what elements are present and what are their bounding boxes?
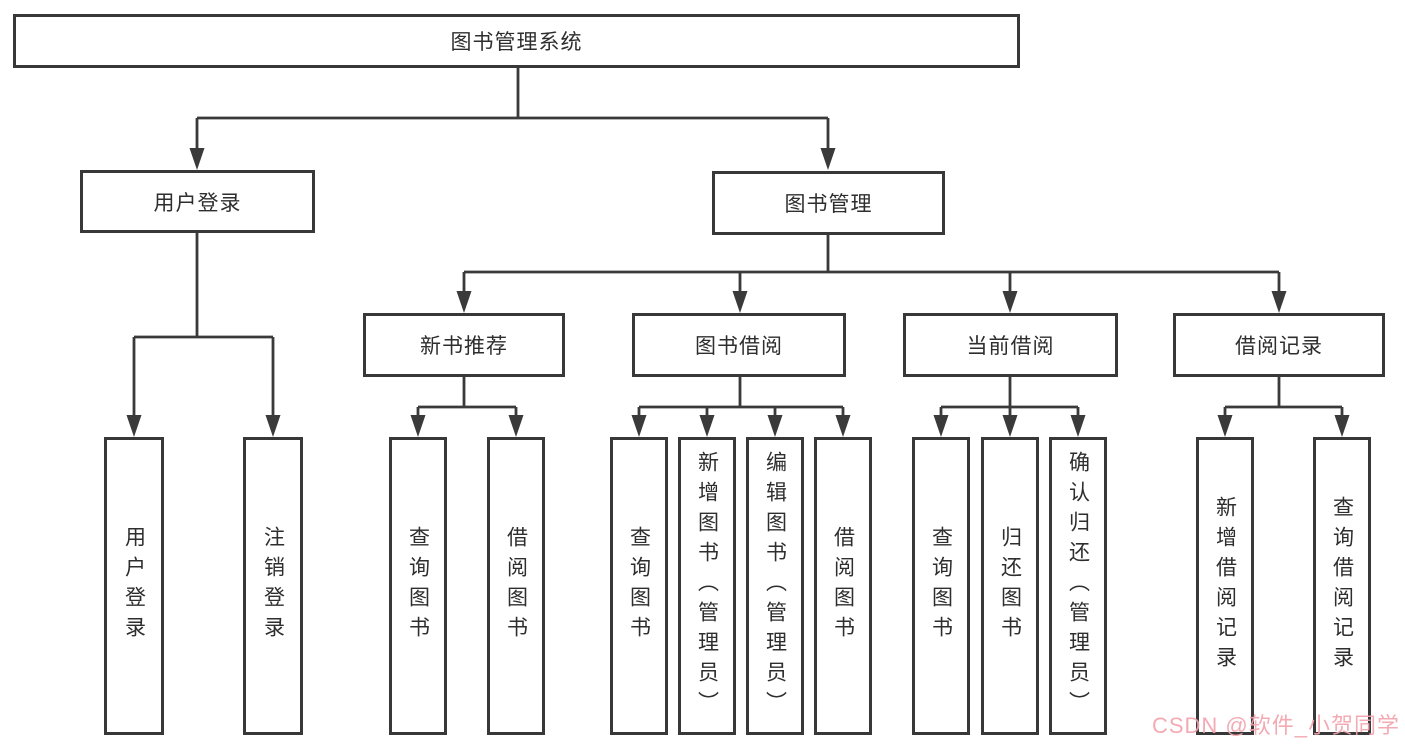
node-group-new-book-recommend: 新书推荐 [363, 313, 565, 377]
node-root-label: 图书管理系统 [450, 31, 583, 54]
node-leaf-user-login-label: 用户登录 [122, 526, 146, 646]
node-leaf-confirm-return-admin-label: 确认归还（管理员） [1066, 451, 1090, 721]
node-leaf-return-book: 归还图书 [981, 437, 1039, 735]
connector-root [195, 68, 830, 150]
connector-new-book-recommend [416, 377, 518, 417]
node-leaf-edit-book-admin: 编辑图书（管理员） [746, 437, 804, 735]
node-leaf-borrow-book-label: 借阅图书 [831, 526, 855, 646]
node-leaf-return-book-label: 归还图书 [998, 526, 1022, 646]
node-leaf-borrow-book-recommend: 借阅图书 [487, 437, 545, 735]
node-leaf-borrow-book: 借阅图书 [814, 437, 872, 735]
node-root-system: 图书管理系统 [13, 14, 1020, 68]
node-group-new-book-recommend-label: 新书推荐 [420, 335, 508, 358]
node-group-book-borrow: 图书借阅 [632, 313, 846, 377]
node-leaf-query-book-borrow-label: 查询图书 [627, 526, 651, 646]
node-leaf-add-borrow-record: 新增借阅记录 [1196, 437, 1254, 735]
node-leaf-query-borrow-record: 查询借阅记录 [1313, 437, 1371, 735]
connector-book-management [462, 235, 1281, 293]
node-leaf-edit-book-admin-label: 编辑图书（管理员） [763, 451, 787, 721]
connector-current-borrow [939, 377, 1080, 417]
node-leaf-confirm-return-admin: 确认归还（管理员） [1049, 437, 1107, 735]
node-leaf-query-book-current: 查询图书 [912, 437, 970, 735]
node-leaf-query-book-current-label: 查询图书 [929, 526, 953, 646]
node-leaf-query-book-recommend-label: 查询图书 [406, 526, 430, 646]
node-branch-book-management-label: 图书管理 [784, 193, 873, 216]
node-group-borrow-record: 借阅记录 [1173, 313, 1385, 377]
watermark: CSDN @软件_小贺同学 [1151, 713, 1400, 738]
node-leaf-borrow-book-recommend-label: 借阅图书 [504, 526, 528, 646]
node-group-current-borrow: 当前借阅 [903, 313, 1118, 377]
node-leaf-query-book-recommend: 查询图书 [389, 437, 447, 735]
node-leaf-add-borrow-record-label: 新增借阅记录 [1213, 496, 1237, 676]
node-group-borrow-record-label: 借阅记录 [1235, 335, 1323, 358]
node-leaf-add-book-admin-label: 新增图书（管理员） [695, 451, 719, 721]
arrowheads [126, 148, 1350, 437]
node-group-book-borrow-label: 图书借阅 [695, 335, 783, 358]
node-leaf-logout: 注销登录 [243, 437, 303, 735]
node-group-current-borrow-label: 当前借阅 [966, 335, 1055, 358]
node-branch-book-management: 图书管理 [712, 171, 945, 235]
connector-user-login [132, 232, 275, 417]
node-branch-user-login-label: 用户登录 [153, 191, 242, 215]
node-branch-user-login: 用户登录 [80, 170, 315, 233]
node-leaf-query-borrow-record-label: 查询借阅记录 [1330, 496, 1354, 676]
connector-borrow-record [1223, 377, 1344, 417]
connector-book-borrow [637, 377, 845, 417]
node-leaf-query-book-borrow: 查询图书 [610, 437, 668, 735]
node-leaf-logout-label: 注销登录 [261, 526, 285, 646]
node-leaf-user-login: 用户登录 [104, 437, 164, 735]
node-leaf-add-book-admin: 新增图书（管理员） [678, 437, 736, 735]
